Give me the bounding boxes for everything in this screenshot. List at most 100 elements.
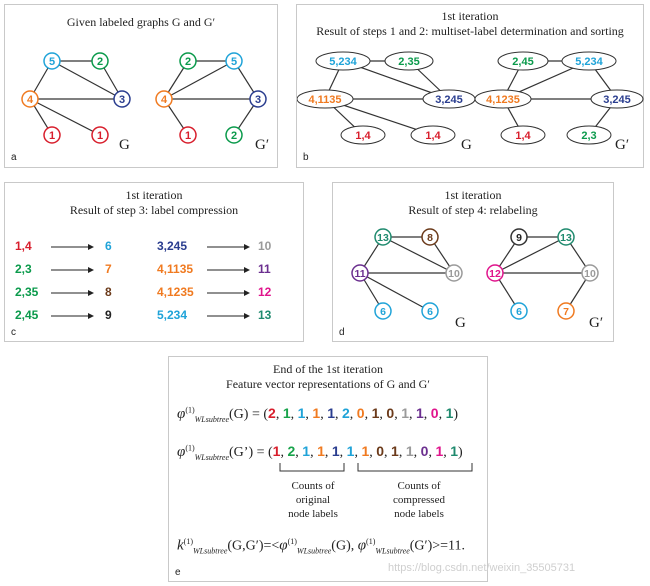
kernel-arg1: (G),: [331, 538, 358, 554]
vector-value: 1: [297, 405, 306, 421]
phi-sub: WLsubtree: [194, 414, 230, 424]
node-d-g-8: [421, 228, 439, 246]
node-label: 6: [380, 306, 386, 318]
node-label: 13: [377, 232, 389, 244]
node-label: 4,1135: [308, 94, 341, 106]
node-label: 7: [563, 306, 569, 318]
node-label: 1,4: [515, 130, 531, 142]
panel-d-title: 1st iteration: [444, 188, 502, 202]
mapping-to: 10: [258, 239, 272, 253]
panel-letter: a: [11, 152, 17, 163]
vector-value: 1: [331, 443, 340, 459]
node-label: 2,35: [398, 56, 419, 68]
phi-sup: (1): [366, 537, 376, 546]
panel-d-subtitle: Result of step 4: relabeling: [408, 203, 538, 217]
mapping-from: 1,4: [15, 239, 32, 253]
graph-name-g: G: [455, 315, 466, 331]
node-label: 5: [231, 56, 237, 68]
node-g-4: [21, 90, 39, 108]
node-d-gp-12: [486, 264, 504, 282]
counts-line: Counts of: [291, 480, 335, 492]
panel-d: 1st iteration Result of step 4: relabeli…: [332, 182, 614, 342]
node-d-g-6b: [421, 302, 439, 320]
panel-letter: b: [303, 152, 309, 163]
node-d-g-10: [445, 264, 463, 282]
phi-symbol: φ: [357, 537, 367, 554]
vector-value: 1: [282, 405, 291, 421]
node-label: 1: [185, 130, 191, 142]
mapping-to: 12: [258, 285, 272, 299]
mapping-from: 3,245: [157, 239, 188, 253]
kernel-sup: (1): [183, 537, 193, 546]
node-label: 1: [97, 130, 103, 142]
phi-sub: WLsubtree: [375, 546, 410, 556]
panel-a-title: Given labeled graphs G and G′: [66, 15, 216, 29]
bracket-original: [279, 463, 345, 472]
node-label: 10: [448, 268, 460, 280]
node-d-g-13: [374, 228, 392, 246]
node-b-gp-2: [497, 51, 549, 71]
panel-c: 1st iteration Result of step 3: label co…: [4, 182, 304, 342]
node-d-g-11: [351, 264, 369, 282]
vector-value: 0: [376, 443, 385, 459]
phi-close: ): [458, 445, 463, 460]
panel-b-subtitle: Result of steps 1 and 2: multiset-label …: [316, 24, 624, 38]
kernel-sub: WLsubtree: [193, 546, 228, 556]
vector-value: 1: [346, 443, 355, 459]
node-g-1a: [43, 126, 61, 144]
phi-symbol: φ: [279, 537, 288, 554]
node-b-g-2: [384, 51, 434, 71]
vector-value: 1: [302, 443, 311, 459]
node-d-gp-9: [510, 228, 528, 246]
kernel-formula: k(1)WLsubtree(G,G′)=<φ(1)WLsubtree(G), φ…: [177, 537, 465, 555]
feature-vector-gp: φ(1)WLsubtree(G’) = (1, 2, 1, 1, 1, 1, 1…: [177, 443, 463, 462]
vector-value: 1: [435, 443, 444, 459]
vector-value: 2: [268, 405, 276, 421]
node-label: 11: [354, 268, 365, 280]
vector-value: 1: [361, 443, 370, 459]
node-label: 4: [27, 94, 34, 106]
node-label: 2: [231, 130, 237, 142]
phi-sup: (1): [185, 443, 195, 453]
node-b-g-5: [315, 51, 371, 71]
panel-b-graphs: 5,234 2,35 4,1135 3,245 1,4 1,4 2,45 5,2…: [297, 51, 644, 145]
vector-value: 1: [445, 405, 454, 421]
panel-c-arrows: [51, 244, 250, 319]
mapping-from: 4,1135: [157, 262, 194, 276]
node-g-1b: [91, 126, 109, 144]
node-b-gp-3: [590, 89, 644, 109]
vector-value: 1: [450, 443, 459, 459]
phi-symbol: φ: [177, 444, 186, 460]
panel-a-graphs: 5 2 4 3 1 1 2 5 4 3 1 2: [21, 52, 267, 144]
vector-value: 1: [391, 443, 399, 459]
vector-value: 0: [430, 405, 439, 421]
mapping-to: 7: [105, 262, 112, 276]
counts-line: Counts of: [397, 480, 441, 492]
mapping-from: 2,3: [15, 262, 32, 276]
node-label: 2: [97, 56, 103, 68]
panel-d-graphs: 13 8 11 10 6 6 9 13 12 10 6 7: [351, 228, 599, 320]
vector-value: 2: [342, 405, 350, 421]
phi-sup: (1): [185, 405, 195, 415]
node-label: 1,4: [425, 130, 441, 142]
vector-values-g: 2, 1, 1, 1, 1, 2, 0, 1, 0, 1, 1, 0, 1: [268, 405, 454, 422]
node-g-3: [113, 90, 131, 108]
node-gp-2b: [225, 126, 243, 144]
panel-c-title: 1st iteration: [125, 188, 183, 202]
watermark: https://blog.csdn.net/weixin_35505731: [388, 562, 576, 574]
panel-letter: c: [11, 327, 16, 338]
vector-values-gp: 1, 2, 1, 1, 1, 1, 1, 0, 1, 1, 0, 1, 1: [272, 443, 459, 460]
vector-value: 1: [317, 443, 325, 459]
node-d-gp-7: [557, 302, 575, 320]
feature-vector-g: φ(1)WLsubtree(G) = (2, 1, 1, 1, 1, 2, 0,…: [177, 405, 458, 424]
vector-value: 2: [287, 443, 296, 459]
node-label: 5: [49, 56, 55, 68]
counts-line: compressed: [393, 494, 445, 506]
mapping-from: 2,35: [15, 285, 39, 299]
phi-close: ): [453, 407, 459, 422]
mapping-from: 5,234: [157, 308, 188, 322]
node-b-g-1a: [340, 125, 386, 145]
node-b-gp-2b: [566, 125, 612, 145]
node-b-g-4: [297, 89, 354, 109]
counts-line: node labels: [288, 508, 338, 520]
